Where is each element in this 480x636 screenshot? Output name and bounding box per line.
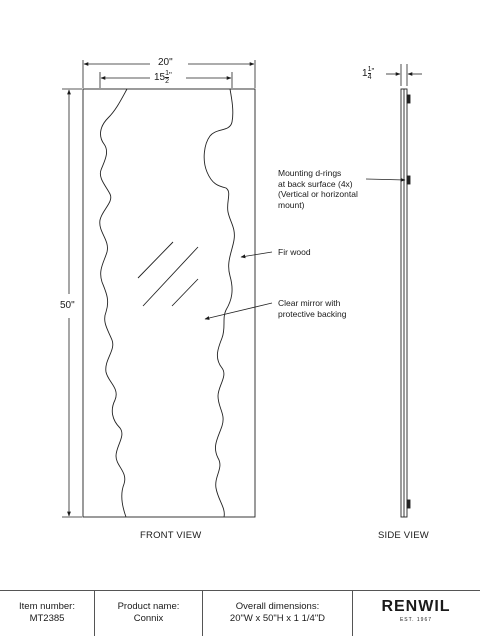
title-cell-dimensions: Overall dimensions: 20"W x 50"H x 1 1/4"… [202,590,352,636]
dimension-height [62,88,82,518]
front-view [82,88,256,518]
mirror-line: Clear mirror with [278,298,341,308]
brand-name: RENWIL [381,598,451,615]
dimension-inner-width [99,72,233,88]
leader-mounting [365,177,406,182]
item-number-label: Item number: [19,601,75,612]
leader-lines [204,177,406,320]
overall-dimensions-value: 20"W x 50"H x 1 1/4"D [229,613,326,624]
inch-mark: " [169,71,172,80]
brand-logo: RENWIL EST. 1967 [352,598,480,624]
mirror-outer-frame [82,88,256,518]
fraction-num: 1 [367,66,372,74]
leader-mirror [204,302,273,320]
mounting-line: mount) [278,199,305,210]
d-ring [406,499,411,509]
product-name-label: Product name: [117,601,180,612]
height-label: 50" [60,300,75,311]
front-view-label: FRONT VIEW [140,530,202,541]
depth-whole: 1 [362,68,368,80]
glare-line [142,246,199,307]
fraction-den: 4 [367,74,372,81]
inch-mark: " [371,67,375,76]
fraction-num: 1 [165,70,170,78]
d-ring [406,94,411,104]
width-label: 20" [158,57,173,68]
title-cell-brand [352,590,480,636]
title-cell-item: Item number: MT2385 [0,590,94,636]
item-number-value: MT2385 [29,613,65,624]
leader-wood [240,251,273,259]
product-name-value: Connix [133,613,164,624]
dimension-depth [386,64,422,86]
mirror-right-edge [203,88,235,518]
glare-line [137,241,174,279]
mirror-left-edge [99,88,128,518]
mounting-annotation: Mounting d-rings at back surface (4x) (V… [278,168,358,210]
side-view [400,88,411,518]
mounting-line: at back surface (4x) [278,178,353,189]
inner-width-whole: 15 [154,72,166,84]
side-view-label: SIDE VIEW [378,530,429,541]
dimension-width [82,60,256,88]
title-cell-product: Product name: Connix [94,590,202,636]
wood-annotation: Fir wood [278,247,311,257]
brand-est: EST. 1967 [399,617,433,623]
glare-line [171,278,199,307]
d-ring [406,175,411,185]
mounting-line: Mounting d-rings [278,168,342,178]
mounting-line: (Vertical or horizontal [278,189,358,199]
fraction-den: 2 [165,78,170,85]
overall-dimensions-label: Overall dimensions: [235,601,320,612]
mirror-annotation: Clear mirror with protective backing [278,298,347,319]
mirror-line: protective backing [278,308,347,319]
